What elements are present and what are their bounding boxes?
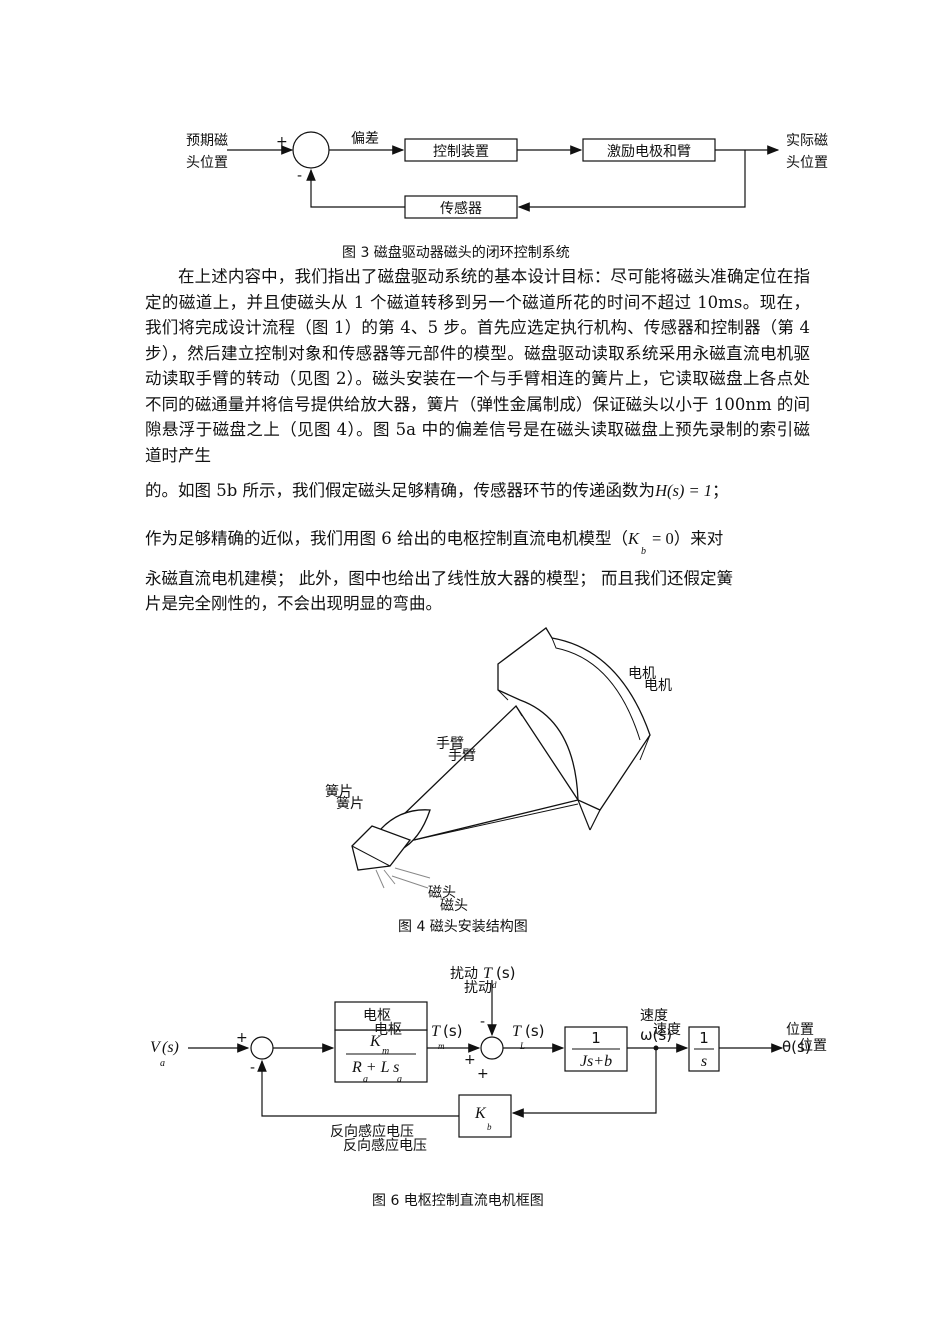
kb-subscript: b <box>641 546 647 557</box>
disturbance-arg: (s) <box>496 964 516 982</box>
fig3-error-label: 偏差 <box>351 131 379 147</box>
armature-den-sub: a <box>397 1074 402 1085</box>
tl-symbol: T <box>512 1023 522 1040</box>
fig6-plus-sign: + <box>477 1066 489 1082</box>
figure3-block-diagram: 预期磁 头位置 + - 偏差 控制装置 激励电极和臂 实际磁 头位置 传感器 <box>186 131 828 219</box>
tl-arg: (s) <box>525 1022 545 1040</box>
integrator-denominator: s <box>701 1053 707 1070</box>
fig3-input-label: 头位置 <box>186 155 228 171</box>
body-line-end: ）来对 <box>673 529 724 548</box>
load-denominator: Js+b <box>580 1053 612 1070</box>
body-line-end: ； <box>712 481 729 500</box>
feedback-label-shadow: 反向感应电压 <box>343 1137 427 1154</box>
kb-equals: = 0 <box>652 529 674 548</box>
disturbance-label: 扰动 <box>450 966 478 982</box>
arm-label: 手臂 <box>436 736 464 752</box>
fig6-minus-sign: - <box>250 1060 255 1076</box>
speed-label-shadow: 速度 <box>653 1022 681 1038</box>
feedback-label: 反向感应电压 <box>330 1123 414 1140</box>
input-arg: (s) <box>162 1039 179 1056</box>
body-line: 永磁直流电机建模； 此外，图中也给出了线性放大器的模型； 而且我们还假定簧 <box>145 569 733 588</box>
figure6-dc-motor-diagram: V (s) a + - 电枢 电枢 K m R + L s a a T (s) … <box>150 964 827 1154</box>
head-block <box>351 825 412 871</box>
fig6-summing-junction-2 <box>480 1036 504 1060</box>
fig3-actuator-label: 激励电极和臂 <box>607 143 691 160</box>
arm-label-shadow: 手臂 <box>448 748 476 764</box>
figure3-caption: 图 3 磁盘驱动器磁头的闭环控制系统 <box>342 245 570 261</box>
disturbance-symbol: T <box>483 965 493 982</box>
position-label: 位置 <box>786 1022 814 1038</box>
tm-arg: (s) <box>443 1022 463 1040</box>
motor-label-shadow: 电机 <box>644 678 672 694</box>
figure4-caption: 图 4 磁头安装结构图 <box>398 919 528 935</box>
body-line-text: 作为足够精确的近似，我们用图 6 给出的电枢控制直流电机模型（ <box>145 529 628 548</box>
spring-label: 簧片 <box>325 784 353 800</box>
motor-body <box>497 627 651 811</box>
motor-label: 电机 <box>628 666 656 682</box>
load-numerator: 1 <box>591 1029 601 1047</box>
fig3-output-label: 实际磁 <box>786 133 828 149</box>
figure4-head-mount-drawing: 电机 电机 手臂 手臂 簧片 簧片 磁头 磁头 <box>325 627 672 914</box>
feedback-kb-subscript: b <box>487 1122 492 1132</box>
head-label: 磁头 <box>428 885 456 901</box>
fig3-summing-junction <box>292 131 330 169</box>
fig3-controller-label: 控制装置 <box>433 144 489 160</box>
spring-label-shadow: 簧片 <box>336 796 364 812</box>
input-symbol: V <box>150 1039 162 1056</box>
fig3-input-label: 预期磁 <box>186 133 228 149</box>
disturbance-subscript: d <box>492 980 497 990</box>
armature-label-shadow: 电枢 <box>374 1022 402 1038</box>
tm-symbol: T <box>431 1023 441 1040</box>
body-line-text: 的。如图 5b 所示，我们假定磁头足够精确，传感器环节的传递函数为 <box>145 481 656 500</box>
speed-symbol: ω(s) <box>640 1026 672 1044</box>
fig3-output-label: 头位置 <box>786 155 828 171</box>
fig3-sensor-label: 传感器 <box>440 200 482 217</box>
armature-numerator: K <box>369 1033 382 1050</box>
figure6-caption: 图 6 电枢控制直流电机框图 <box>372 1193 544 1209</box>
tm-subscript: m <box>438 1041 445 1051</box>
fig6-minus-sign: - <box>480 1014 485 1030</box>
kb-symbol: K <box>628 529 640 548</box>
feedback-kb-symbol: K <box>474 1105 487 1122</box>
fig3-minus-sign: - <box>297 168 302 184</box>
armature-den-sub: a <box>363 1074 368 1085</box>
armature-label: 电枢 <box>363 1008 391 1024</box>
position-symbol: θ(s) <box>782 1038 811 1056</box>
armature-denominator: R + L s <box>351 1059 399 1076</box>
feedback-kb-block <box>458 1094 512 1138</box>
fig6-summing-junction-1 <box>250 1036 274 1060</box>
head-label-shadow: 磁头 <box>440 898 468 914</box>
fig3-plus-sign: + <box>276 134 288 150</box>
fig6-plus-sign: + <box>464 1052 476 1068</box>
transfer-function-math: H(s) = 1 <box>655 481 713 500</box>
position-label-shadow: 位置 <box>799 1038 827 1054</box>
body-line-transfer-function: 的。如图 5b 所示，我们假定磁头足够精确，传感器环节的传递函数为H(s) = … <box>145 477 729 501</box>
body-paragraph: 在上述内容中，我们指出了磁盘驱动系统的基本设计目标：尽可能将磁头准确定位在指定的… <box>145 267 810 465</box>
fig6-plus-sign: + <box>236 1030 248 1046</box>
body-line: 片是完全刚性的，不会出现明显的弯曲。 <box>145 594 442 613</box>
input-subscript: a <box>160 1058 165 1069</box>
integrator-numerator: 1 <box>699 1029 709 1047</box>
body-line-motor-model: 作为足够精确的近似，我们用图 6 给出的电枢控制直流电机模型（Kb = 0）来对 <box>145 525 724 557</box>
tl-subscript: L <box>519 1041 525 1051</box>
speed-label: 速度 <box>640 1008 668 1024</box>
armature-numerator-sub: m <box>382 1046 389 1057</box>
disturbance-label-shadow: 扰动 <box>464 980 492 996</box>
